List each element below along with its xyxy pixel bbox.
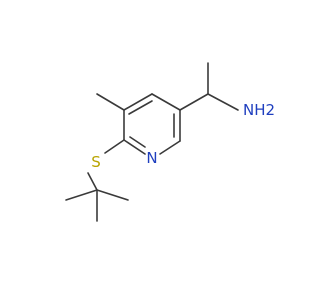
bond-tbu-left	[65, 189, 98, 201]
bond-n-c6	[123, 139, 146, 155]
sulfur-label: S	[91, 153, 101, 171]
bond-c6-s	[104, 139, 125, 154]
bond-tbu-right	[96, 189, 129, 201]
bond-c5-c4	[123, 93, 153, 111]
bond-c4-c3	[151, 93, 181, 111]
bond-c5-c4-double	[128, 100, 153, 115]
bond-ch-n	[207, 93, 239, 111]
bond-n-c6-double	[129, 136, 146, 148]
nitrogen-label: N	[146, 149, 157, 167]
structure-canvas: S N NH2	[65, 62, 275, 222]
bond-c3-ch	[179, 93, 209, 111]
bond-c2-n	[159, 140, 181, 155]
bond-methyl	[96, 93, 125, 111]
bond-s-c	[87, 172, 98, 191]
amine-label: NH2	[243, 101, 275, 119]
molecule-drawing: S N NH2	[65, 62, 275, 222]
